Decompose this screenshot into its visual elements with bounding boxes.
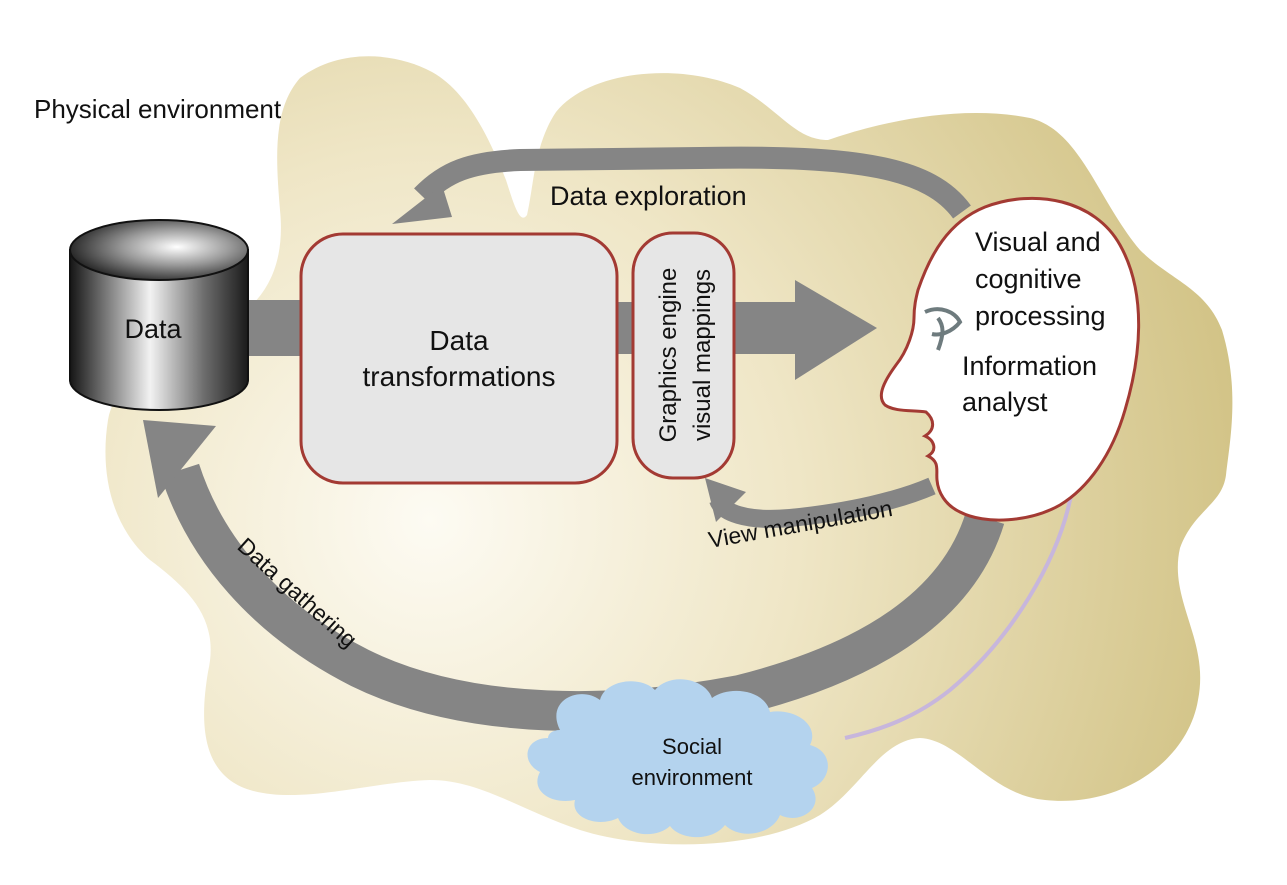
view-manipulation-arrowhead <box>705 478 746 522</box>
head-label-line5: analyst <box>962 387 1048 417</box>
social-environment-cloud <box>527 679 828 838</box>
data-flow-bar-right <box>728 302 800 354</box>
analyst-head-shape <box>879 196 1141 522</box>
head-label-line4: Information <box>962 351 1097 381</box>
data-exploration-label: Data exploration <box>550 181 747 211</box>
data-gathering-arrowhead <box>143 420 216 498</box>
head-label-line1: Visual and <box>975 227 1101 257</box>
data-transformations-box <box>299 232 619 485</box>
data-store-cylinder <box>69 219 249 411</box>
social-environment-label-line2: environment <box>631 765 752 790</box>
graphics-engine-box <box>631 231 736 480</box>
view-manipulation-arrow <box>709 477 936 528</box>
graphics-engine-label-line2: visual mappings <box>689 269 716 441</box>
data-transformations-label-line1: Data <box>429 325 489 356</box>
data-exploration-arrowhead <box>392 185 452 224</box>
head-label-line3: processing <box>975 301 1106 331</box>
data-exploration-arrow <box>414 146 971 219</box>
social-link-line <box>844 489 1074 740</box>
data-store-label: Data <box>124 314 182 344</box>
eye-icon <box>924 307 963 351</box>
social-environment-label-line1: Social <box>662 734 722 759</box>
data-transformations-label-line2: transformations <box>363 361 556 392</box>
physical-environment-label: Physical environment <box>34 94 282 124</box>
graphics-engine-label-line1: Graphics engine <box>655 268 682 443</box>
data-flow-arrowhead <box>795 280 877 380</box>
head-label-line2: cognitive <box>975 264 1082 294</box>
